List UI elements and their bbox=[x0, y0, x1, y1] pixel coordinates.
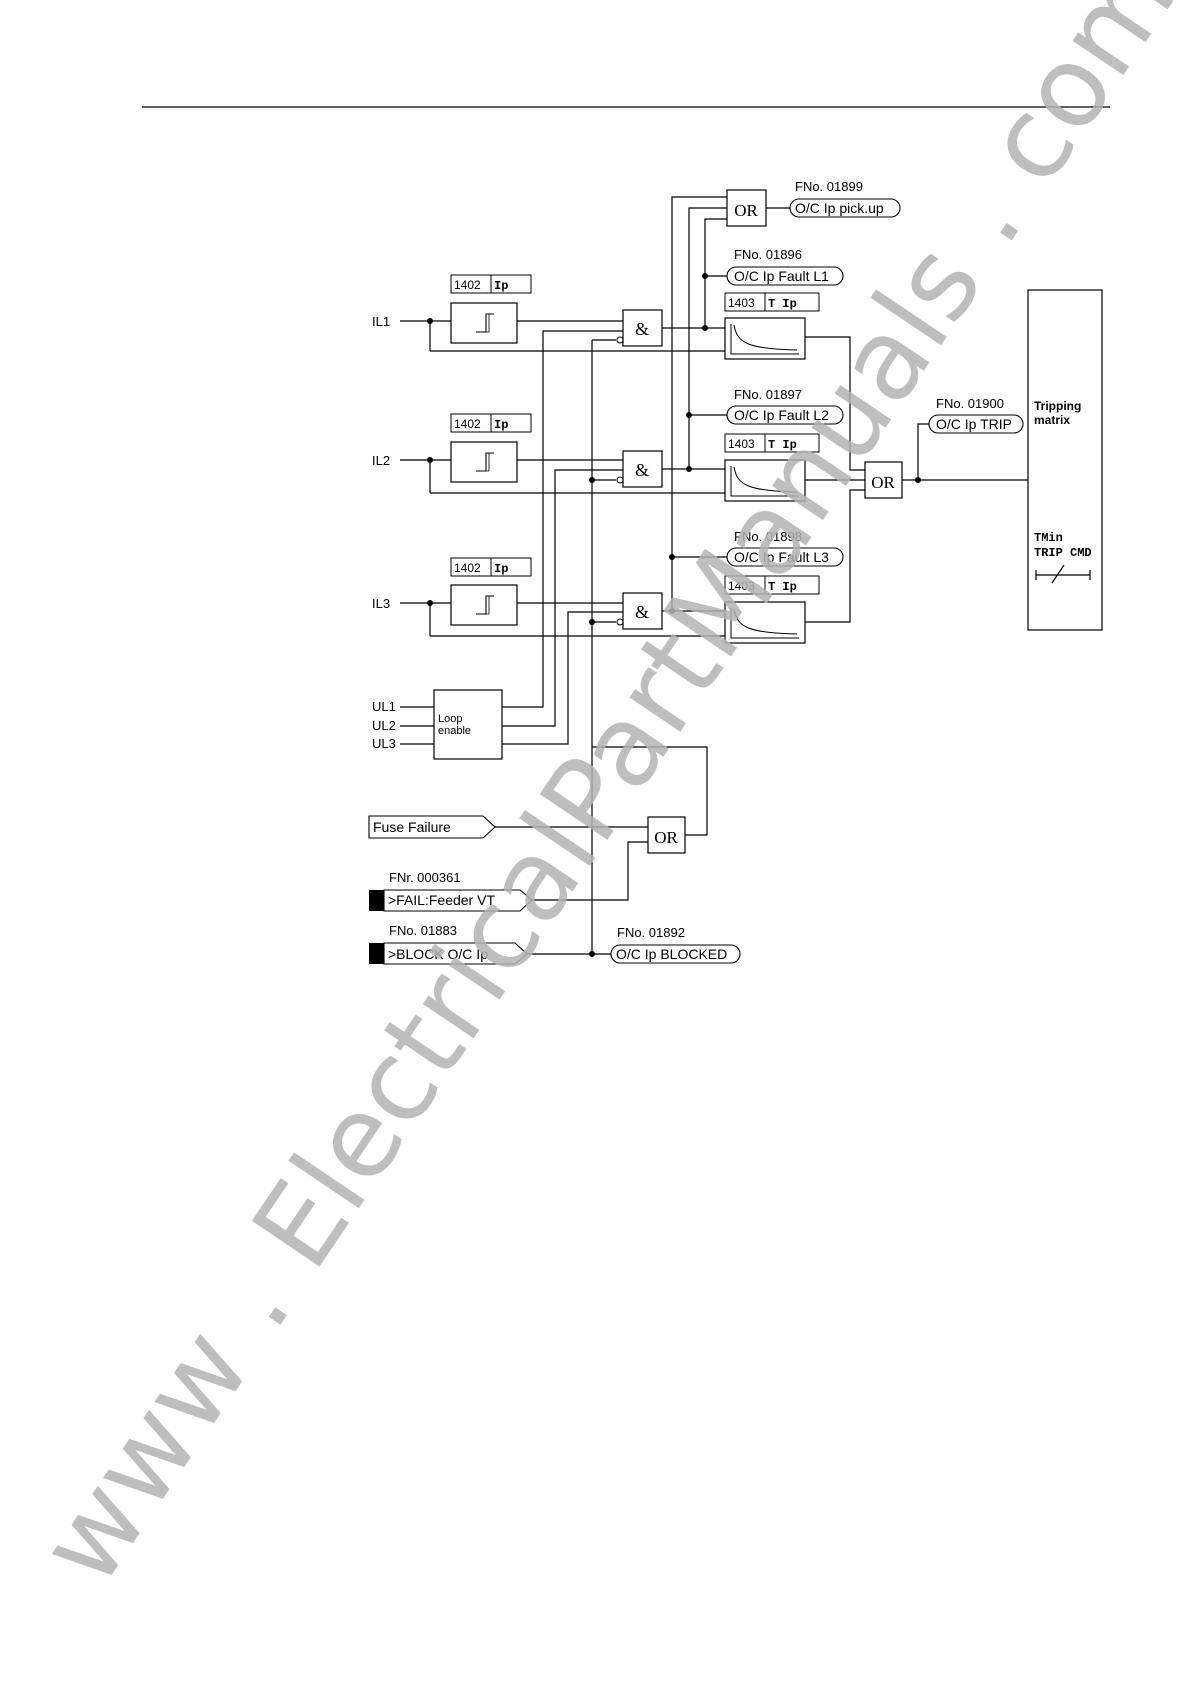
and-symbol: & bbox=[635, 460, 649, 480]
and-gate-l2: & bbox=[622, 450, 663, 488]
message-fault-l2: O/C Ip Fault L2 bbox=[726, 405, 844, 425]
and-gate-l1: & bbox=[622, 309, 663, 347]
fno-blocked: FNo. 01892 bbox=[617, 925, 685, 940]
negation-bubbles bbox=[616, 336, 624, 626]
and-symbol: & bbox=[635, 602, 649, 622]
trip-cmd-label: TRIP CMD bbox=[1034, 546, 1092, 560]
or-symbol: OR bbox=[871, 473, 895, 492]
param-name: T Ip bbox=[768, 438, 797, 452]
block-input: >BLOCK O/C Ip bbox=[369, 942, 528, 965]
svg-text:Loop: Loop bbox=[438, 713, 462, 725]
svg-text:>FAIL:Feeder VT: >FAIL:Feeder VT bbox=[388, 892, 495, 908]
and-gate-l3: & bbox=[622, 592, 663, 630]
svg-text:enable: enable bbox=[438, 725, 471, 737]
svg-text:Fuse Failure: Fuse Failure bbox=[373, 819, 451, 835]
or-gate-fuse: OR bbox=[647, 816, 686, 854]
svg-text:O/C Ip TRIP: O/C Ip TRIP bbox=[936, 416, 1012, 432]
junction-dots bbox=[427, 273, 921, 957]
input-ul1: UL1 bbox=[372, 699, 396, 714]
fail-feeder-vt-input: >FAIL:Feeder VT bbox=[369, 889, 533, 912]
param-name: Ip bbox=[494, 562, 508, 576]
input-il3: IL3 bbox=[372, 596, 390, 611]
svg-text:O/C Ip Fault L2: O/C Ip Fault L2 bbox=[734, 407, 829, 423]
param-number: 1403 bbox=[728, 296, 755, 310]
tmin-label: TMin bbox=[1034, 531, 1063, 545]
fno-fault-l2: FNo. 01897 bbox=[734, 387, 802, 402]
or-symbol: OR bbox=[734, 201, 758, 220]
param-name: Ip bbox=[494, 279, 508, 293]
svg-text:Tripping: Tripping bbox=[1034, 399, 1081, 413]
param-name: Ip bbox=[494, 418, 508, 432]
fnr-fail: FNr. 000361 bbox=[389, 870, 461, 885]
message-fault-l1: O/C Ip Fault L1 bbox=[726, 266, 844, 286]
fuse-failure-input: Fuse Failure bbox=[368, 815, 496, 839]
message-pickup: O/C Ip pick.up bbox=[789, 198, 901, 218]
svg-text:O/C Ip Fault L1: O/C Ip Fault L1 bbox=[734, 268, 829, 284]
input-il1: IL1 bbox=[372, 314, 390, 329]
message-trip: O/C Ip TRIP bbox=[928, 414, 1024, 434]
timer-block-l2: 1403 T Ip bbox=[724, 433, 820, 502]
timer-block-l3: 1403 T Ip bbox=[724, 575, 820, 644]
fno-fault-l1: FNo. 01896 bbox=[734, 247, 802, 262]
svg-text:matrix: matrix bbox=[1034, 413, 1070, 427]
message-fault-l3: O/C Ip Fault L3 bbox=[726, 547, 844, 567]
or-gate-trip: OR bbox=[864, 461, 903, 499]
threshold-block-l2: 1402 Ip bbox=[450, 413, 532, 483]
fno-pickup: FNo. 01899 bbox=[795, 179, 863, 194]
param-name: T Ip bbox=[768, 297, 797, 311]
timer-block-l1: 1403 T Ip bbox=[724, 292, 820, 360]
param-number: 1402 bbox=[454, 561, 481, 575]
param-number: 1403 bbox=[728, 437, 755, 451]
watermark: www . ElectricalPartManuals . com bbox=[15, 0, 1190, 1607]
fno-fault-l3: FNo. 01898 bbox=[734, 529, 802, 544]
fno-trip: FNo. 01900 bbox=[936, 396, 1004, 411]
svg-text:O/C Ip pick.up: O/C Ip pick.up bbox=[795, 200, 884, 216]
message-blocked: O/C Ip BLOCKED bbox=[610, 944, 741, 964]
svg-text:O/C Ip BLOCKED: O/C Ip BLOCKED bbox=[616, 946, 727, 962]
input-ul3: UL3 bbox=[372, 736, 396, 751]
input-ul2: UL2 bbox=[372, 718, 396, 733]
or-gate-pickup: OR bbox=[726, 189, 767, 227]
fno-block: FNo. 01883 bbox=[389, 923, 457, 938]
threshold-block-l1: 1402 Ip bbox=[450, 274, 532, 344]
min-pulse-icon bbox=[1035, 564, 1091, 584]
or-symbol: OR bbox=[654, 828, 678, 847]
param-name: T Ip bbox=[768, 580, 797, 594]
param-number: 1402 bbox=[454, 278, 481, 292]
loop-enable-block: Loop enable bbox=[433, 689, 503, 760]
input-il2: IL2 bbox=[372, 453, 390, 468]
and-symbol: & bbox=[635, 319, 649, 339]
threshold-block-l3: 1402 Ip bbox=[450, 557, 532, 626]
svg-text:>BLOCK O/C Ip: >BLOCK O/C Ip bbox=[388, 946, 488, 962]
param-number: 1402 bbox=[454, 417, 481, 431]
svg-text:O/C Ip Fault L3: O/C Ip Fault L3 bbox=[734, 549, 829, 565]
wiring bbox=[400, 196, 1033, 955]
param-number: 1403 bbox=[728, 579, 755, 593]
tripping-matrix: Tripping matrix TMin TRIP CMD bbox=[1027, 289, 1103, 631]
